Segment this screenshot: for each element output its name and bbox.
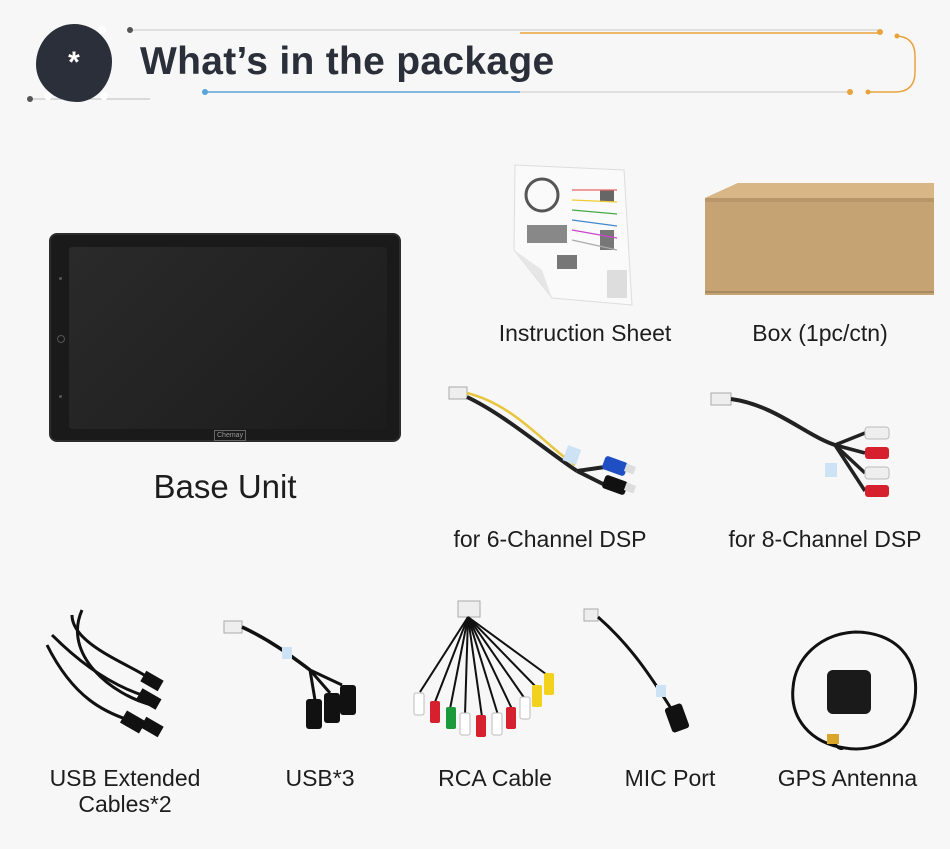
dsp8-label: for 8-Channel DSP <box>728 526 922 552</box>
usb-extended-cables-label: USB Extended Cables*2 <box>49 765 201 817</box>
dsp6-cable-icon <box>448 386 637 495</box>
mic-port-label: MIC Port <box>624 765 716 791</box>
instruction-sheet-icon <box>513 164 633 306</box>
base-unit-screen-icon: Chemay <box>49 233 401 442</box>
usb3-cable-icon <box>223 620 356 729</box>
header-decoration <box>27 26 916 102</box>
gps-antenna-label: GPS Antenna <box>777 765 918 791</box>
box-icon <box>705 183 934 295</box>
base-unit-label: Base Unit <box>153 468 297 505</box>
dsp8-cable-icon <box>710 392 890 497</box>
usb3-label: USB*3 <box>285 765 355 791</box>
gps-antenna-icon <box>791 630 918 751</box>
box-label: Box (1pc/ctn) <box>752 320 888 346</box>
rca-cable-label: RCA Cable <box>438 765 552 791</box>
asterisk-badge-icon: * <box>36 24 112 102</box>
mic-port-icon <box>583 608 690 733</box>
rca-cable-icon <box>413 600 554 737</box>
dsp6-label: for 6-Channel DSP <box>453 526 647 552</box>
page-title: What’s in the package <box>140 40 555 83</box>
usb-extended-cables-icon <box>45 609 164 738</box>
brand-tag: Chemay <box>214 430 247 441</box>
instruction-sheet-label: Instruction Sheet <box>498 320 672 346</box>
